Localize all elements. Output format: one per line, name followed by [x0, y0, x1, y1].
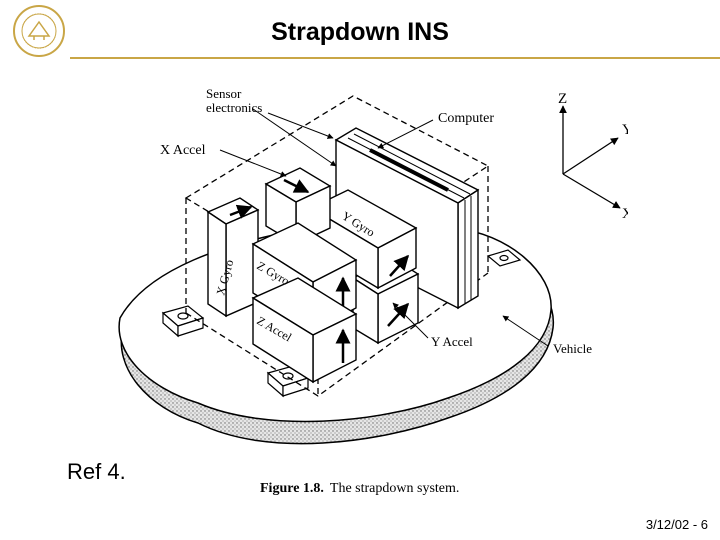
axis-label-y: Y — [622, 122, 628, 138]
axis-label-x: X — [622, 206, 628, 222]
label-sensor-electronics-line2: electronics — [206, 100, 262, 115]
figure-caption-label: Figure 1.8. — [260, 481, 324, 496]
title-divider — [70, 57, 720, 59]
strapdown-system-figure: Sensor electronics X Accel Computer Y Gy… — [118, 86, 628, 496]
label-computer: Computer — [438, 111, 494, 126]
reference-note: Ref 4. — [67, 459, 126, 484]
slide-title: Strapdown INS — [271, 18, 449, 46]
x-gyro-block — [206, 197, 260, 318]
slide-footer-date-page: 3/12/02 - 6 — [645, 517, 708, 532]
university-seal-logo — [13, 5, 65, 57]
label-x-accel: X Accel — [160, 143, 206, 158]
label-vehicle: Vehicle — [553, 341, 592, 356]
leader-lines — [219, 108, 549, 347]
axis-label-z: Z — [558, 91, 567, 107]
figure-caption: Figure 1.8. The strapdown system. — [260, 481, 459, 496]
label-y-accel: Y Accel — [431, 334, 473, 349]
coordinate-axes — [559, 105, 621, 209]
z-accel-block — [251, 277, 358, 384]
figure-caption-text: The strapdown system. — [330, 481, 459, 496]
label-sensor-electronics-line1: Sensor — [206, 86, 242, 101]
